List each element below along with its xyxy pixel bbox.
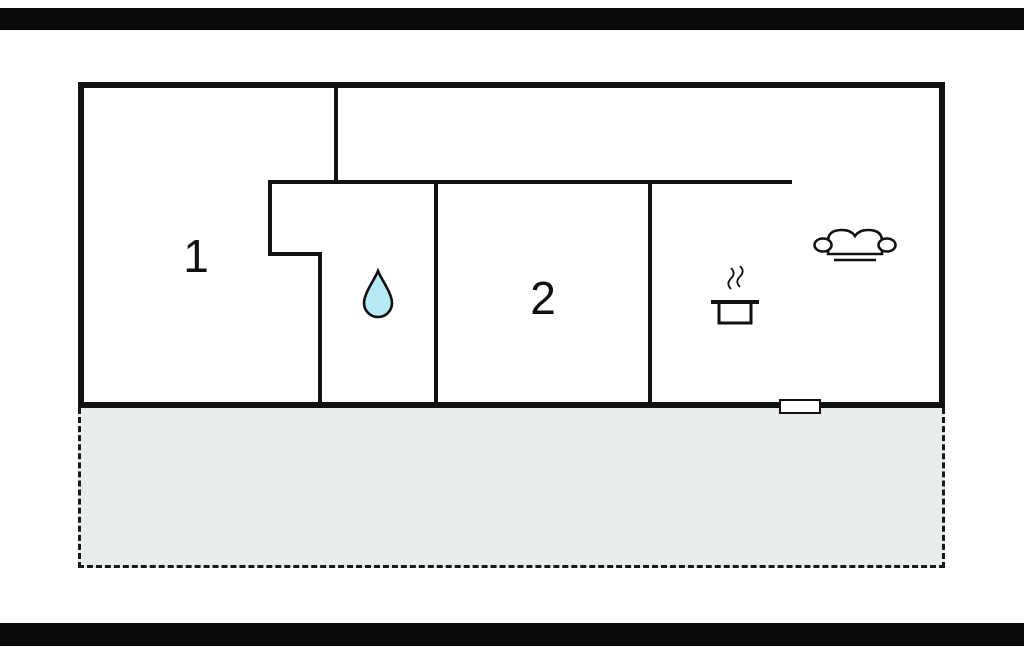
sofa-icon bbox=[813, 216, 897, 275]
cooking-pot-icon bbox=[704, 264, 766, 337]
wall-l-shape-lower bbox=[318, 252, 322, 404]
wall-l-shape-step bbox=[268, 252, 322, 256]
wall-entry-vertical bbox=[334, 88, 338, 183]
room-2-label: 2 bbox=[530, 272, 556, 324]
floorplan-outline bbox=[78, 82, 945, 408]
wall-room2-divider bbox=[648, 180, 652, 404]
wall-bathroom-divider bbox=[434, 180, 438, 404]
top-border-bar bbox=[0, 8, 1024, 30]
bottom-border-bar bbox=[0, 623, 1024, 646]
door-marker bbox=[779, 399, 821, 414]
room-1-label: 1 bbox=[183, 230, 209, 282]
wall-horizontal-top bbox=[268, 180, 792, 184]
water-drop-icon bbox=[360, 267, 396, 325]
terrace-area bbox=[78, 408, 945, 568]
wall-l-shape-upper bbox=[268, 180, 272, 256]
